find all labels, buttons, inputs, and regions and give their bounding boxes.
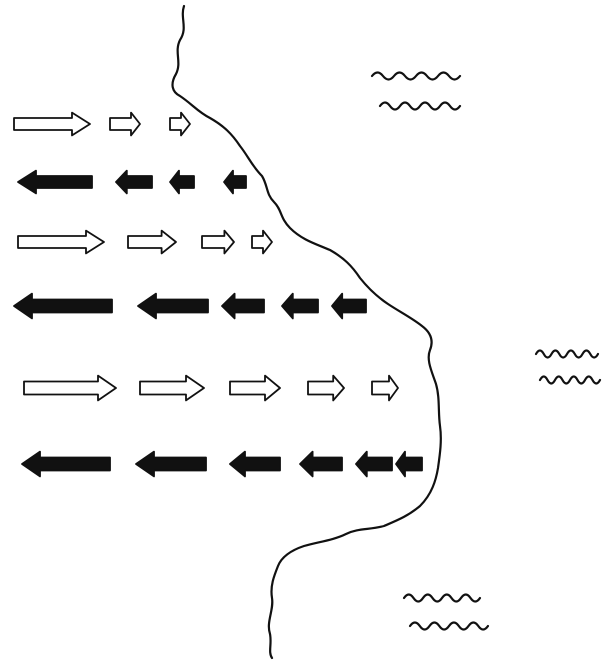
wave-icon <box>538 375 602 385</box>
left-arrow-icon <box>21 450 111 478</box>
right-arrow-icon <box>23 374 117 402</box>
left-arrow-icon <box>221 292 265 320</box>
left-arrow-icon <box>135 450 207 478</box>
left-arrow-icon <box>281 292 319 320</box>
arrow-row-4 <box>13 292 367 320</box>
right-arrow-icon <box>13 111 91 137</box>
arrow-row-1 <box>13 111 191 137</box>
left-arrow-icon <box>223 169 247 195</box>
left-arrow-icon <box>299 450 343 478</box>
wave-icon <box>370 71 462 81</box>
arrow-row-3 <box>17 229 273 255</box>
right-arrow-icon <box>307 374 345 402</box>
left-arrow-icon <box>395 450 423 478</box>
wave-marks <box>370 71 602 631</box>
right-arrow-icon <box>201 229 235 255</box>
wave-icon <box>534 349 600 359</box>
left-arrow-icon <box>115 169 153 195</box>
right-arrow-icon <box>371 374 399 402</box>
arrow-row-6 <box>21 450 423 478</box>
left-arrow-icon <box>355 450 393 478</box>
arrow-row-2 <box>17 169 247 195</box>
left-arrow-icon <box>331 292 367 320</box>
left-arrow-icon <box>17 169 93 195</box>
right-arrow-icon <box>127 229 177 255</box>
coastline-path <box>171 4 442 660</box>
left-arrow-icon <box>169 169 195 195</box>
right-arrow-icon <box>109 111 141 137</box>
wave-icon <box>402 593 482 603</box>
wave-icon <box>378 101 462 111</box>
right-arrow-icon <box>229 374 281 402</box>
arrow-row-5 <box>23 374 399 402</box>
coastline <box>171 4 442 660</box>
left-arrow-icon <box>137 292 209 320</box>
right-arrow-icon <box>17 229 105 255</box>
left-arrow-icon <box>13 292 113 320</box>
right-arrow-icon <box>169 111 191 137</box>
arrow-rows <box>13 111 423 478</box>
right-arrow-icon <box>139 374 205 402</box>
right-arrow-icon <box>251 229 273 255</box>
left-arrow-icon <box>229 450 281 478</box>
wave-icon <box>408 621 490 631</box>
